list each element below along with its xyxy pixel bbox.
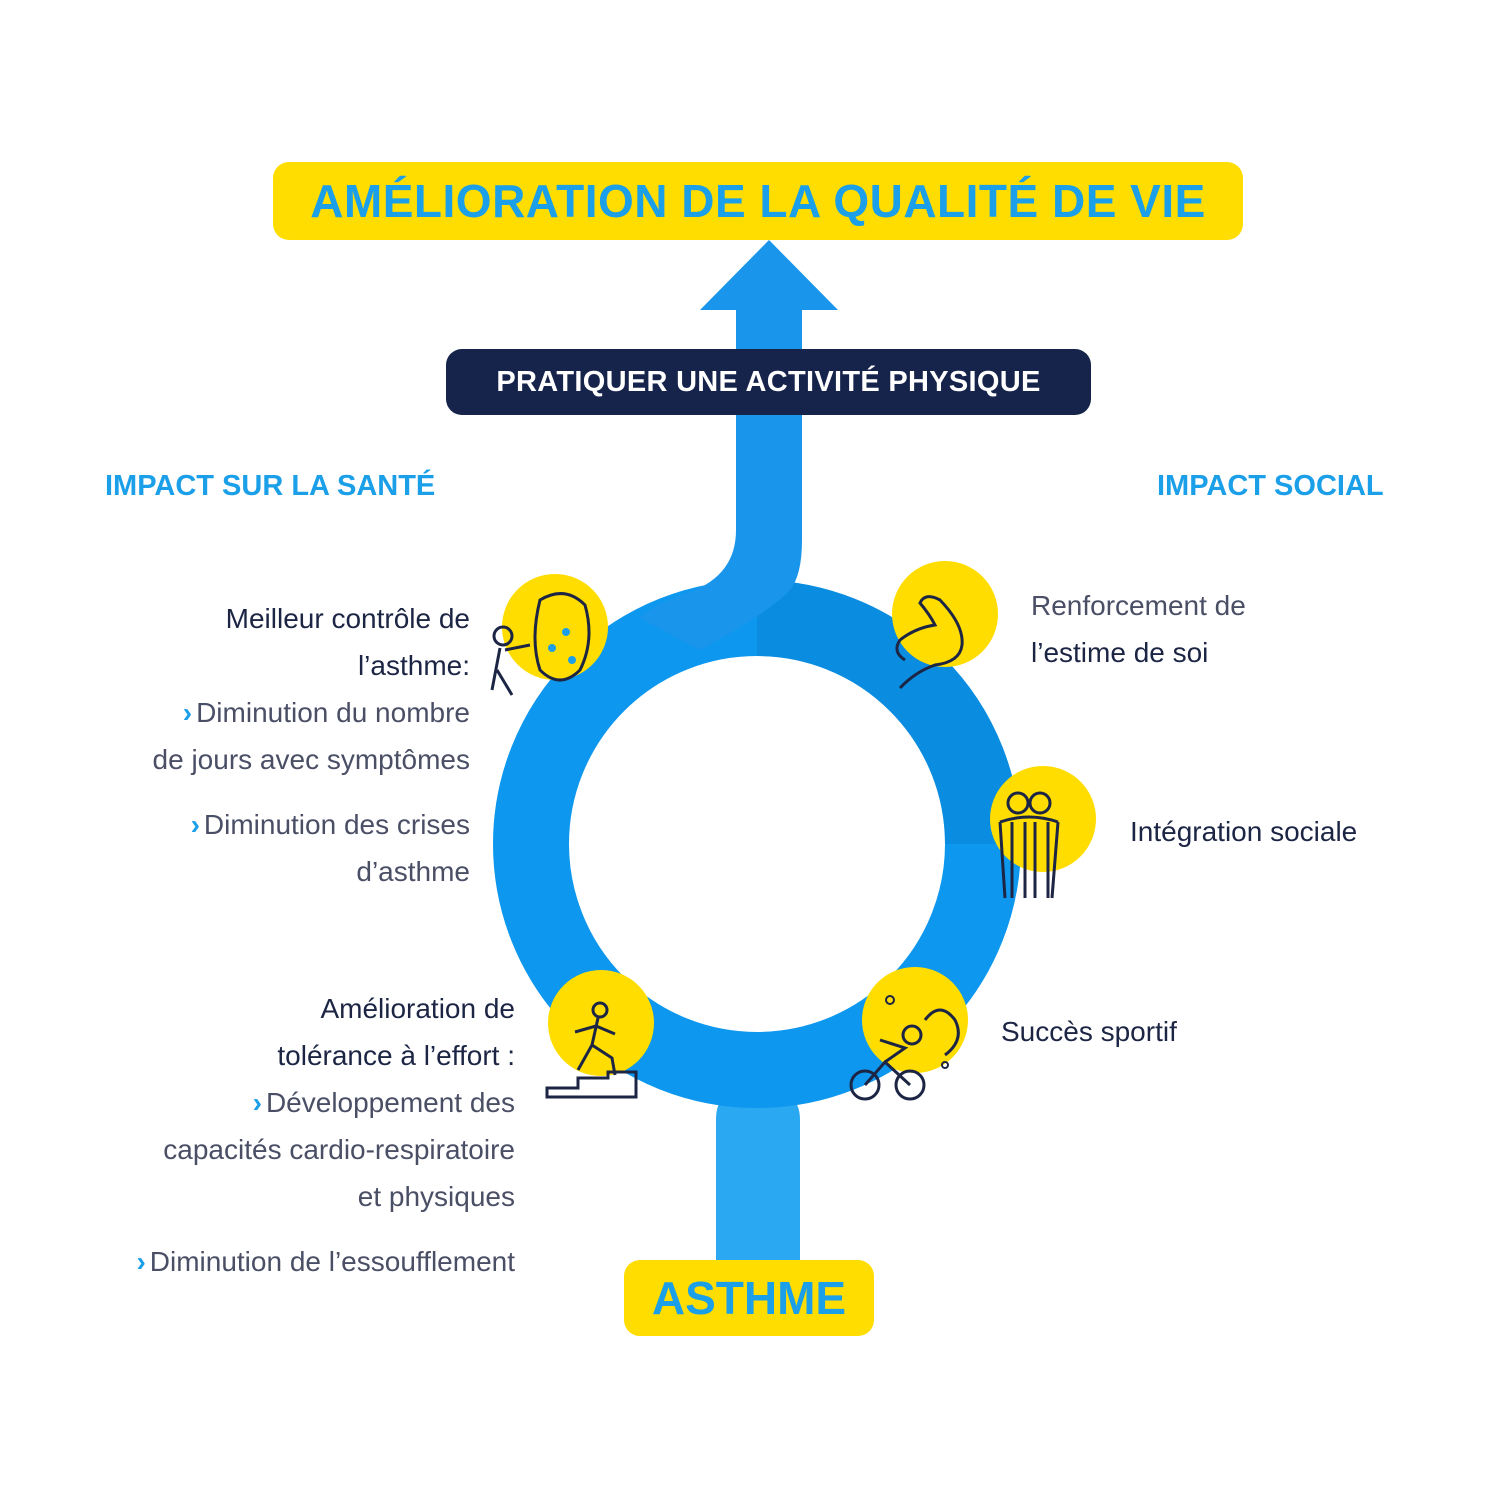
health-control-head-2: l’asthme: xyxy=(357,650,470,681)
cyclist-icon xyxy=(849,967,968,1101)
health-effort-head-1: Amélioration de xyxy=(320,993,515,1024)
section-title-social: IMPACT SOCIAL xyxy=(1157,470,1384,502)
health-control-b2-line2: d’asthme xyxy=(356,856,470,887)
health-effort-block: Amélioration de tolérance à l’effort : ›… xyxy=(136,985,515,1285)
arrow-head xyxy=(700,240,838,310)
health-effort-b1-line3: et physiques xyxy=(357,1181,515,1212)
health-control-block: Meilleur contrôle de l’asthme: ›Diminuti… xyxy=(153,595,470,895)
lungs-doctor-icon xyxy=(490,574,608,696)
social-success: Succès sportif xyxy=(1001,1016,1177,1047)
social-integration: Intégration sociale xyxy=(1130,816,1358,847)
chevron-right-icon: › xyxy=(190,809,200,840)
health-effort-b2-line1: Diminution de l’essoufflement xyxy=(149,1246,515,1277)
section-title-health: IMPACT SUR LA SANTÉ xyxy=(105,470,436,502)
health-effort-b1-line1: Développement des xyxy=(265,1087,515,1118)
social-esteem-block: Renforcement de l’estime de soi xyxy=(1031,582,1246,676)
social-esteem-line1: Renforcement de xyxy=(1031,590,1246,621)
title-banner: AMÉLIORATION DE LA QUALITÉ DE VIE xyxy=(273,162,1243,240)
source-banner: ASTHME xyxy=(624,1260,874,1336)
chevron-right-icon: › xyxy=(136,1246,146,1277)
health-control-head-1: Meilleur contrôle de xyxy=(225,603,470,634)
bottom-stem xyxy=(716,1092,800,1260)
health-effort-head-2: tolérance à l’effort : xyxy=(277,1040,515,1071)
stairs-climber-icon xyxy=(545,970,654,1099)
social-esteem-line2: l’estime de soi xyxy=(1031,637,1209,668)
health-control-b1-line2: de jours avec symptômes xyxy=(152,744,470,775)
friends-icon xyxy=(990,766,1096,899)
chevron-right-icon: › xyxy=(252,1087,262,1118)
action-banner: PRATIQUER UNE ACTIVITÉ PHYSIQUE xyxy=(446,349,1091,415)
cycle-ring-shade xyxy=(756,580,1021,845)
chevron-right-icon: › xyxy=(182,697,193,728)
flexed-arm-icon xyxy=(892,561,998,690)
health-control-b2-line1: Diminution des crises xyxy=(203,809,470,840)
health-effort-b1-line2: capacités cardio-respiratoire xyxy=(163,1134,515,1165)
health-control-b1-line1: Diminution du nombre xyxy=(196,697,470,728)
